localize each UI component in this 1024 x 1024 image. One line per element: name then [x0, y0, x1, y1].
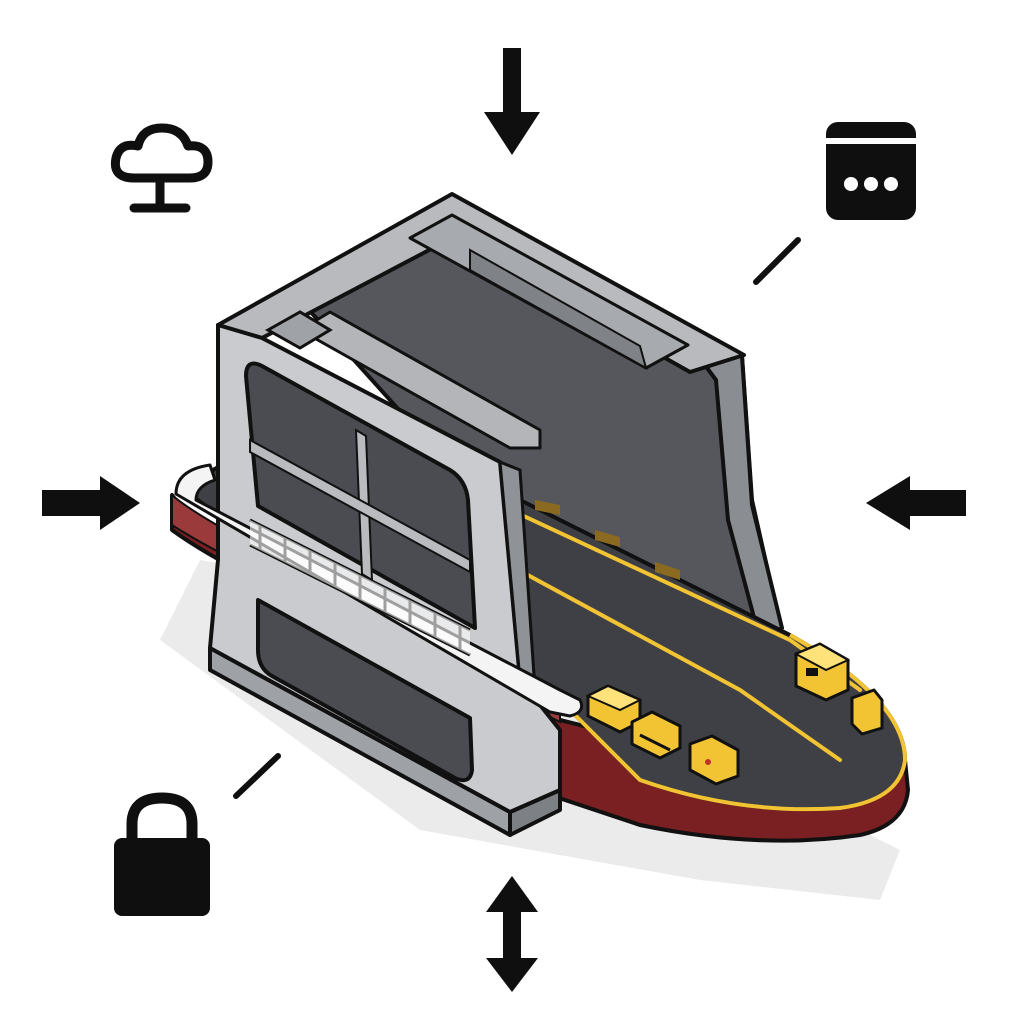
arrow-left-icon: [866, 476, 966, 530]
arrow-right-icon: [42, 476, 140, 530]
cargo-box: [630, 710, 682, 760]
arrow-down-icon: [484, 48, 540, 155]
connector-line: [753, 237, 801, 285]
browser-window-icon: [826, 122, 916, 220]
cargo-box: [688, 734, 740, 786]
padlock-icon: [114, 792, 210, 916]
dock-frame-front: [208, 323, 562, 837]
arrow-up-down-icon: [486, 876, 538, 992]
connector-line: [233, 753, 281, 799]
cargo-box: [850, 688, 884, 736]
deck-railing: [174, 463, 584, 718]
cloud-network-icon: [110, 123, 213, 213]
cargo-box: [793, 642, 851, 702]
cargo-containers: [585, 642, 884, 786]
